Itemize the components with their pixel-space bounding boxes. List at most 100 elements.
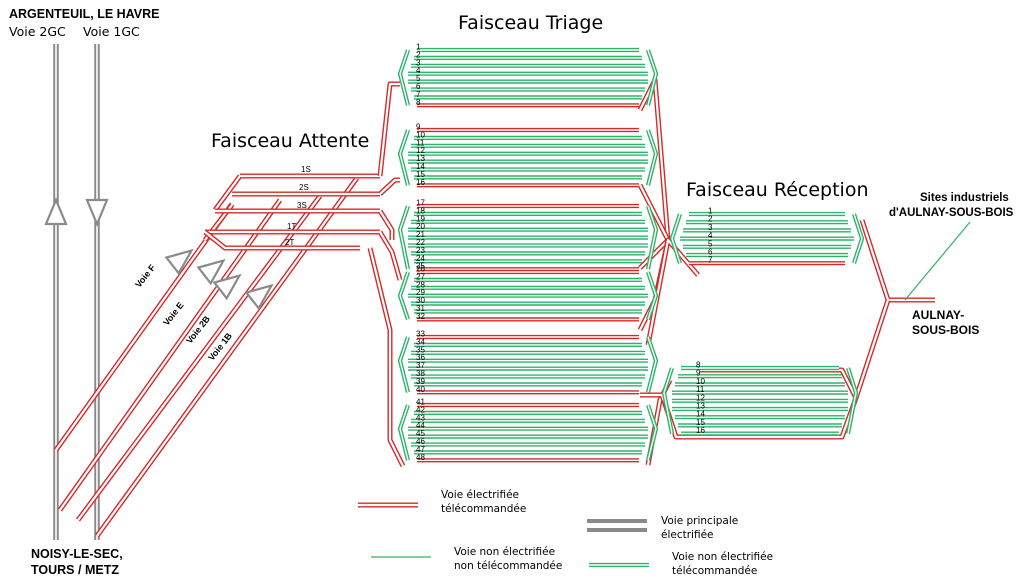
reception-track-number: 8: [696, 361, 701, 370]
triage-track-number: 23: [416, 246, 425, 255]
arrow-voie-1b-shape: [244, 283, 274, 311]
link-triage-reception-2-inner: [639, 184, 669, 241]
arrow-voie-1b: [244, 283, 274, 311]
attente-track-label: 1T: [287, 222, 296, 231]
reception-track-number: 5: [708, 239, 713, 248]
arrow-voie-e: [196, 258, 226, 286]
triage-track-number: 33: [416, 330, 425, 339]
reception-track-number: 13: [696, 402, 705, 411]
track-voie-1b-inner: [96, 177, 358, 537]
triage-track-number: 48: [416, 453, 425, 462]
legend-grey-label: Voie principale électrifiée: [661, 515, 739, 541]
triage-group-right-inner: [647, 336, 657, 393]
triage-group-left-inner: [399, 49, 409, 106]
reception-track-number: 4: [708, 231, 713, 240]
reception-track-number: 11: [696, 385, 705, 394]
triage-track-number: 18: [416, 206, 425, 215]
fan-triage-5: [367, 247, 406, 468]
aulnay-link-top: [859, 219, 935, 303]
triage-track-number: 20: [416, 222, 425, 231]
reception-track-number: 15: [696, 418, 705, 427]
fan-triage-3-inner: [379, 210, 394, 240]
arrow-voie-f: [164, 248, 194, 276]
triage-group-right-inner: [647, 404, 657, 461]
triage-group-right-inner: [647, 129, 657, 186]
reception-track-number: 9: [696, 369, 701, 378]
reception-group-left-inner: [663, 367, 673, 434]
triage-track-number: 3: [416, 58, 421, 67]
attente-track-label: 2S: [299, 183, 309, 192]
track-link-1-inner: [214, 175, 241, 211]
triage-track-number: 4: [416, 66, 421, 75]
destination-argenteuil-le-havre: ARGENTEUIL, LE HAVRE: [9, 7, 160, 21]
triage-track-number: 6: [416, 82, 421, 91]
sites-aulnay-label: d'AULNAY-SOUS-BOIS: [889, 207, 1014, 219]
destination-tours-metz: TOURS / METZ: [31, 563, 119, 577]
reception-track-number: 12: [696, 393, 705, 402]
triage-track-number: 19: [416, 214, 425, 223]
triage-track-number: 42: [416, 405, 425, 414]
triage-group-left-inner: [399, 404, 409, 461]
legend-green-thin-label: Voie non électrifiée non télécommandée: [454, 546, 563, 572]
triage-track-number: 9: [416, 123, 421, 132]
arrow-voie-2b-shape: [212, 273, 242, 301]
triage-group-left-inner: [399, 205, 409, 270]
triage-track-number: 45: [416, 429, 425, 438]
attente-2t-inner: [204, 231, 360, 250]
triage-track-number: 25: [416, 262, 425, 271]
triage-track-number: 5: [416, 74, 421, 83]
triage-track-number: 1: [416, 43, 421, 52]
attente-track-label: 2T: [285, 238, 294, 247]
reception-track-number: 3: [708, 223, 713, 232]
track-voie-2b-inner: [77, 195, 321, 521]
triage-group-right-inner: [647, 271, 657, 320]
triage-group-left-inner: [399, 271, 409, 320]
label-voie-2gc: Voie 2GC: [9, 24, 66, 39]
triage-track-number: 32: [416, 312, 425, 321]
reception-group-right-inner: [847, 367, 857, 434]
track-voie-e-inner: [59, 199, 281, 511]
attente-track-label: 3S: [297, 201, 307, 210]
destination-noisy-le-sec: NOISY-LE-SEC,: [31, 547, 123, 561]
reception-group-right-inner: [853, 213, 863, 264]
triage-track-number: 47: [416, 445, 425, 454]
triage-group-right-inner: [647, 49, 657, 106]
non-electrified-tracks: [397, 47, 971, 461]
triage-track-number: 30: [416, 296, 425, 305]
title-faisceau-triage: Faisceau Triage: [458, 12, 604, 34]
track-voie-f-inner: [55, 203, 233, 451]
reception-track-number: 6: [708, 248, 713, 257]
arrow-voie-2b: [212, 273, 242, 301]
triage-group-left-inner: [399, 129, 409, 186]
track-numbers: 1S2S3S1T2T123456789101112131415161718192…: [285, 43, 713, 462]
link-triage-reception-3-inner: [639, 239, 669, 269]
triage-track-number: 44: [416, 421, 425, 430]
triage-track-number: 16: [416, 178, 425, 187]
triage-track-number: 36: [416, 353, 425, 362]
arrow-voie-2gc: [44, 197, 68, 226]
arrow-voie-f-shape: [164, 248, 194, 276]
triage-group-right-inner: [647, 205, 657, 270]
arrow-voie-e-shape: [196, 258, 226, 286]
arrow-voie-1gc: [85, 198, 109, 227]
triage-track-number: 40: [416, 385, 425, 394]
triage-track-number: 39: [416, 377, 425, 386]
triage-track-number: 21: [416, 230, 425, 239]
triage-track-number: 7: [416, 90, 421, 99]
triage-track-number: 41: [416, 398, 425, 407]
link-triage-reception-5-inner: [646, 238, 699, 346]
triage-track-number: 29: [416, 288, 425, 297]
triage-track-number: 2: [416, 50, 421, 59]
triage-track-number: 14: [416, 162, 425, 171]
triage-track-number: 8: [416, 98, 421, 107]
spur-sites-industriels: [904, 221, 971, 301]
aulnay-label-line2: SOUS-BOIS: [912, 323, 980, 337]
fan-triage-2-inner: [379, 178, 400, 195]
triage-track-number: 37: [416, 361, 425, 370]
fan-triage-5-inner: [368, 247, 404, 467]
aulnay-label-line1: AULNAY-: [912, 308, 965, 322]
legend-green-double-label: Voie non électrifiée télécommandée: [672, 551, 774, 577]
reception-track-number: 2: [708, 215, 713, 224]
fan-triage-4-inner: [379, 231, 402, 281]
